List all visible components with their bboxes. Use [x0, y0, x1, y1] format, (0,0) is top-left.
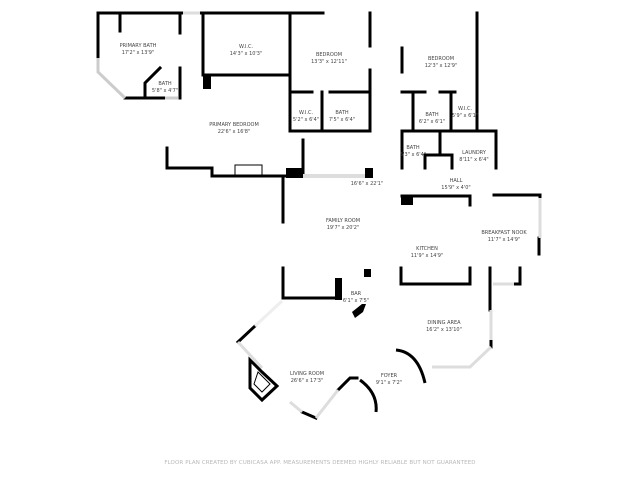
- room-label: W.I.C.5'9" x 6'1": [451, 106, 479, 119]
- room-label: W.I.C.5'2" x 6'4": [292, 110, 320, 123]
- walls: [96, 11, 542, 420]
- fireplace-icon: [234, 164, 280, 403]
- room-label: W.I.C.14'3" x 10'3": [229, 44, 263, 57]
- curved-walls: [359, 348, 427, 413]
- wall-blocks: [203, 75, 413, 318]
- windows: [96, 11, 542, 419]
- room-label: 16'6" x 22'1": [350, 181, 384, 187]
- disclaimer-footer: FLOOR PLAN CREATED BY CUBICASA APP. MEAS…: [164, 460, 476, 466]
